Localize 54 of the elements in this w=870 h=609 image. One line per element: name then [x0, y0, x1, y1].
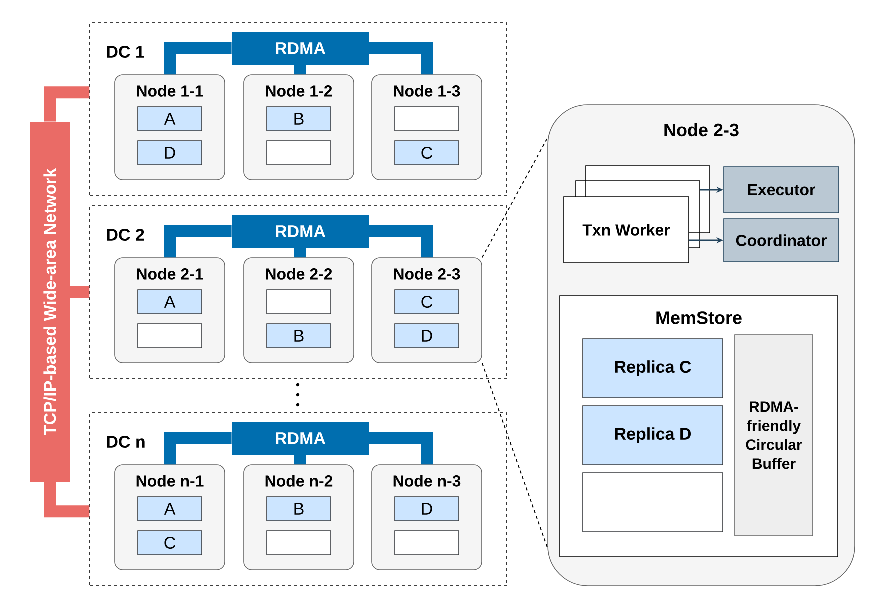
data-slot: A [138, 290, 202, 314]
data-slot [266, 530, 332, 556]
link-line [369, 226, 433, 258]
data-slot [266, 290, 332, 314]
data-slot: B [266, 496, 332, 522]
data-slot: B [266, 106, 332, 132]
network-bar: TCP/IP-based Wide-area Network [30, 122, 70, 482]
server-title: Node n-2 [266, 475, 333, 487]
rdma-bar: RDMA [232, 422, 369, 455]
server-title: Node 2-2 [266, 268, 332, 280]
data-slot: A [138, 106, 202, 132]
worker-box: Txn Worker [564, 196, 690, 264]
rdma-bar: RDMA [232, 32, 369, 65]
link-line [369, 432, 433, 465]
server-title: Node 1-3 [394, 85, 460, 97]
role-box: Executor [724, 166, 840, 214]
link-line [70, 286, 90, 298]
datacenter-label: DC 2 [107, 228, 144, 242]
zoom-line [482, 138, 548, 258]
link-line [294, 248, 306, 258]
link-line [294, 455, 306, 465]
buffer-box: RDMA-friendly Circular Buffer [734, 334, 814, 536]
data-slot [394, 106, 460, 132]
link-line [294, 65, 306, 75]
server-title: Node 2-3 [664, 123, 739, 137]
link-line [369, 42, 433, 75]
data-slot [138, 324, 202, 348]
link-line [164, 42, 232, 75]
data-slot: C [394, 140, 460, 166]
data-slot: C [394, 290, 460, 314]
memstore-title: MemStore [656, 312, 742, 324]
server-title: Node 1-2 [266, 85, 332, 97]
server-title: Node n-3 [394, 475, 461, 487]
server-title: Node 2-1 [137, 268, 204, 280]
data-slot: D [394, 496, 460, 522]
role-box: Coordinator [724, 218, 840, 262]
link-line [164, 432, 232, 465]
datacenter-label: DC 1 [107, 46, 144, 58]
data-slot: D [138, 140, 202, 166]
datacenter-label: DC n [107, 436, 145, 448]
data-slot: D [394, 324, 460, 348]
replica-box [582, 472, 724, 532]
replica-box: Replica C [582, 338, 724, 398]
data-slot [266, 140, 332, 166]
replica-box: Replica D [582, 406, 724, 466]
server-title: Node 1-1 [137, 85, 204, 97]
rdma-bar: RDMA [232, 215, 369, 248]
server-title: Node 2-3 [394, 268, 460, 280]
data-slot: C [138, 530, 202, 556]
data-slot [394, 530, 460, 556]
data-slot: B [266, 324, 332, 348]
data-slot: A [138, 496, 202, 522]
server-title: Node n-1 [136, 475, 204, 487]
zoom-line [482, 362, 548, 548]
